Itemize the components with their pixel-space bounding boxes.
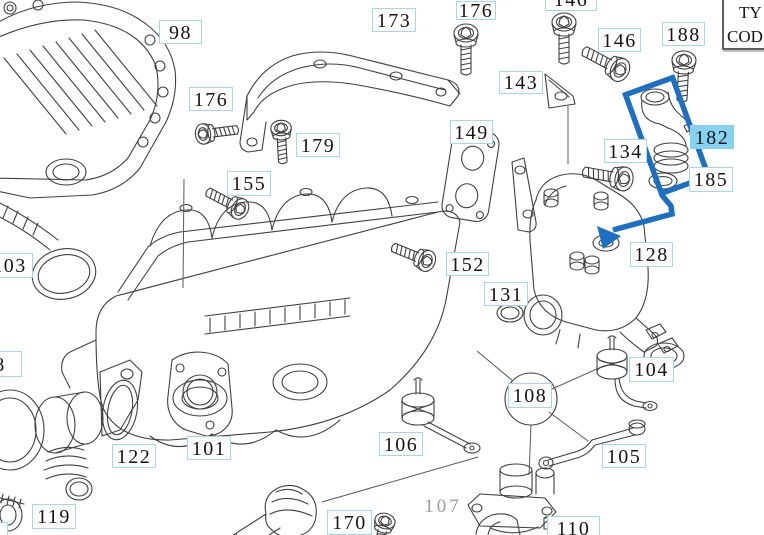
type-code-box: TY COD <box>722 0 764 50</box>
part-label-110[interactable]: 110 <box>547 516 600 535</box>
part-label-106[interactable]: 106 <box>379 432 423 456</box>
part-drawing-104-valve <box>597 336 657 411</box>
part-drawing-128-housing <box>512 158 684 369</box>
type-label: TY <box>739 3 762 22</box>
part-label-103[interactable]: 103 <box>0 253 33 278</box>
part-label-155[interactable]: 155 <box>227 171 271 196</box>
part-label-176-top[interactable]: 176 <box>456 1 496 21</box>
part-label-179[interactable]: 179 <box>296 133 340 157</box>
part-label-173[interactable]: 173 <box>372 8 416 32</box>
part-label-107: 107 <box>424 496 462 517</box>
part-label-134[interactable]: 134 <box>604 139 647 163</box>
part-label-143[interactable]: 143 <box>499 71 543 94</box>
part-label-188[interactable]: 188 <box>662 22 705 46</box>
part-drawing-119-ring <box>66 478 92 500</box>
leader-lines <box>183 106 599 502</box>
part-label-edge-left[interactable]: 8 <box>0 351 22 377</box>
part-drawing-101-manifold <box>62 188 460 447</box>
part-drawing-105-linkage <box>539 420 645 469</box>
part-drawing-103-seal <box>28 243 101 305</box>
part-label-104[interactable]: 104 <box>629 357 674 382</box>
part-label-152[interactable]: 152 <box>446 252 489 276</box>
part-label-149[interactable]: 149 <box>450 120 493 144</box>
part-label-176-left[interactable]: 176 <box>189 87 233 111</box>
part-label-98[interactable]: 98 <box>159 20 202 44</box>
part-drawing-182-hose <box>641 89 694 173</box>
part-label-edge-corner <box>0 522 8 535</box>
part-label-105[interactable]: 105 <box>602 444 646 468</box>
part-drawing-122-ring <box>98 378 142 443</box>
part-drawing-left-hose <box>0 200 58 250</box>
selection-arrow <box>597 226 621 249</box>
part-label-170[interactable]: 170 <box>327 510 372 535</box>
part-drawing-98-cover <box>0 0 176 198</box>
part-label-101[interactable]: 101 <box>187 436 231 460</box>
part-label-119[interactable]: 119 <box>32 504 76 529</box>
part-label-128[interactable]: 128 <box>630 242 673 267</box>
part-label-185[interactable]: 185 <box>689 167 733 192</box>
part-label-182[interactable]: 182 <box>690 125 734 149</box>
part-drawing-106-valve <box>402 378 480 453</box>
code-label: COD <box>727 27 763 46</box>
part-drawing-143-bracket <box>545 74 575 108</box>
part-label-146-top[interactable]: 146 <box>545 0 597 11</box>
part-label-146[interactable]: 146 <box>598 28 641 52</box>
part-drawing-throttle-assembly <box>0 360 142 531</box>
part-label-122[interactable]: 122 <box>112 444 156 468</box>
part-drawing-185-seal <box>649 173 677 189</box>
selection-leader <box>613 194 672 230</box>
part-drawing-bottom-pipe <box>182 485 316 535</box>
part-drawing-173-bracket <box>240 52 460 152</box>
part-drawing-manifold-gasket <box>168 352 233 436</box>
part-label-131[interactable]: 131 <box>484 282 528 306</box>
part-label-108[interactable]: 108 <box>508 383 552 408</box>
